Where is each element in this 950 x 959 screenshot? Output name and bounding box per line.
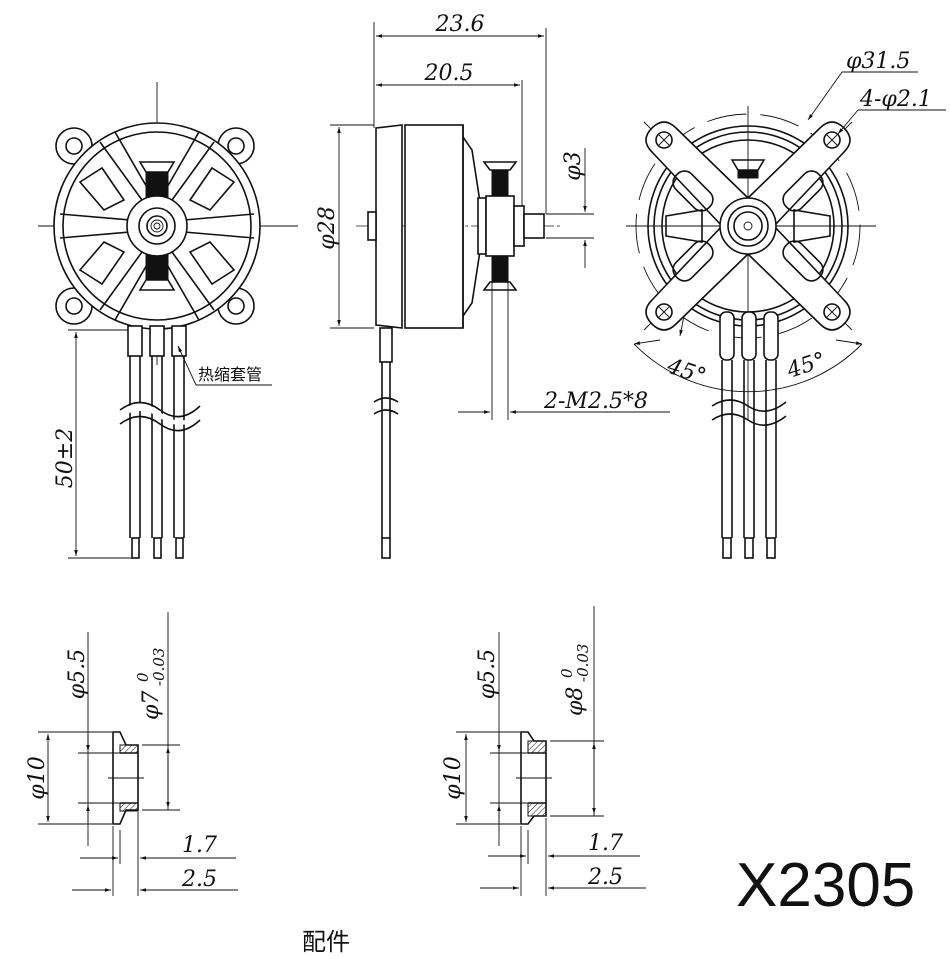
front-view: 50±2 热缩套管: [38, 82, 298, 559]
acc2-inner-diameter-label: φ5.5: [475, 649, 500, 699]
acc1-flange-thickness-label: 1.7: [182, 833, 217, 858]
acc1-inner-diameter-label: φ5.5: [65, 649, 90, 699]
lead-length-label: 50±2: [53, 428, 78, 488]
svg-text:0: 0: [558, 668, 576, 678]
acc1-outer-diameter-label: φ10: [25, 756, 50, 799]
screws-label: 2-M2.5*8: [543, 389, 648, 414]
angle-left-label: 45°: [663, 354, 709, 390]
bolt-circle-label: φ31.5: [846, 49, 910, 74]
overall-length-label: 23.6: [435, 12, 485, 37]
acc2-outer-diameter-label: φ10: [441, 756, 466, 799]
svg-text:-0.03: -0.03: [574, 644, 592, 682]
heat-shrink-label: 热缩套管: [198, 365, 262, 384]
accessories-label: 配件: [302, 928, 350, 956]
acc1-total-thickness-label: 2.5: [181, 867, 217, 892]
acc2-total-thickness-label: 2.5: [587, 865, 623, 890]
mount-holes-label: 4-φ2.1: [859, 87, 932, 112]
svg-text:φ8: φ8: [563, 687, 588, 716]
accessory-2-drawing: φ10 φ5.5 φ8 0 -0.03 1.7 2.5: [441, 606, 646, 896]
body-length-label: 20.5: [424, 61, 474, 86]
svg-text:φ7: φ7: [139, 691, 164, 720]
body-diameter-label: φ28: [315, 206, 340, 249]
acc1-step-diameter-label: φ7 0 -0.03: [134, 648, 168, 720]
svg-text:-0.03: -0.03: [150, 648, 168, 686]
shaft-diameter-label: φ3: [561, 151, 586, 180]
acc2-flange-thickness-label: 1.7: [588, 831, 623, 856]
acc2-step-diameter-label: φ8 0 -0.03: [558, 644, 592, 716]
svg-text:0: 0: [134, 672, 152, 682]
side-view: 23.6 20.5 φ28 φ3 2-M2.5*8: [315, 12, 670, 559]
accessory-1-drawing: φ10 φ5.5 φ7 0 -0.03 1.7 2.5: [25, 612, 238, 896]
angle-right-label: 45°: [783, 348, 829, 384]
rear-view: 45° 45° φ31.5 4-φ2.1: [626, 49, 946, 559]
model-label: X2305: [736, 851, 915, 920]
